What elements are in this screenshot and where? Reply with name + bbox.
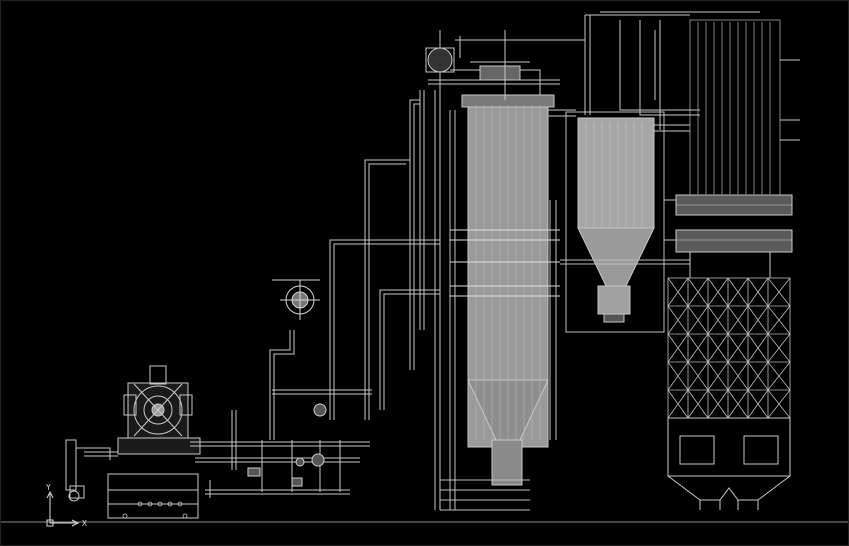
riser-pipes	[269, 60, 441, 510]
ash-hoppers	[667, 417, 791, 510]
main-pipe-run	[190, 410, 370, 498]
top-right-piping	[584, 11, 800, 141]
economizer-band	[675, 194, 793, 253]
x-axis-label: X	[82, 519, 87, 528]
ucs-axis-icon	[46, 490, 80, 527]
top-header-piping	[425, 30, 585, 100]
furnace-wall-tubes	[475, 105, 541, 440]
cyclone-frame	[560, 111, 690, 333]
fan-equipment-assembly	[107, 365, 201, 519]
steam-drum	[272, 279, 320, 320]
left-pipe-fittings	[65, 439, 118, 502]
foundation-bolts	[122, 501, 188, 519]
backpass-tube-bank	[689, 19, 781, 196]
y-axis-label: Y	[46, 483, 51, 492]
cyclone-tubes	[585, 122, 643, 226]
burner-rows	[450, 229, 560, 297]
air-preheater-grid	[667, 277, 791, 419]
valve-cluster	[247, 403, 327, 487]
furnace-side-pipes	[440, 110, 557, 511]
flue-connection-ducts	[548, 109, 771, 278]
cyclone-separator	[577, 117, 655, 323]
